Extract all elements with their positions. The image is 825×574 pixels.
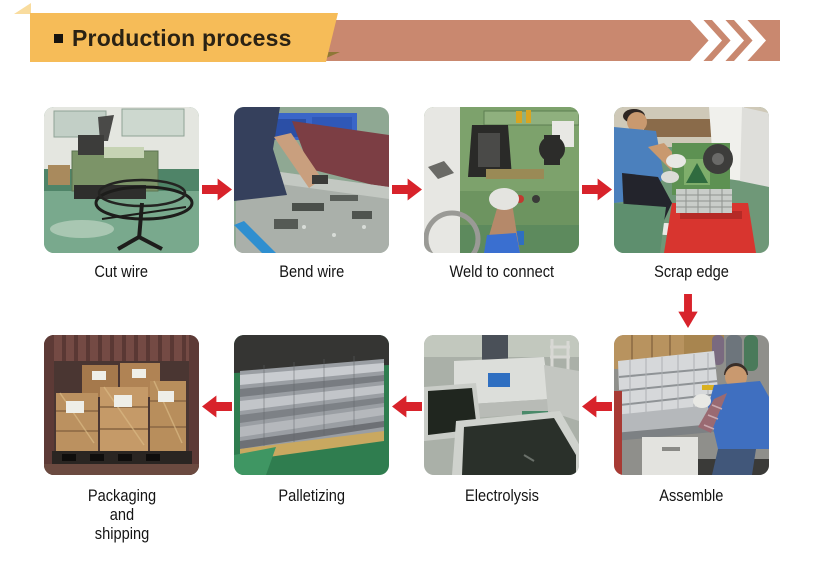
arrow-right-icon: [202, 178, 232, 201]
square-bullet-icon: [54, 34, 63, 43]
stacked-mesh-pallet-photo: [234, 335, 389, 475]
arrow-down-icon: [678, 294, 698, 328]
wire-bending-workbench-photo: [234, 107, 389, 253]
header-banner: [30, 13, 338, 62]
step-label: Packaging and shipping: [87, 486, 156, 543]
edge-grinding-photo: [614, 107, 769, 253]
step-label: Weld to connect: [449, 262, 554, 281]
step-label: Bend wire: [278, 262, 345, 281]
arrow-left-icon: [392, 395, 422, 418]
step-label: Cut wire: [94, 262, 149, 281]
container-loading-photo: [44, 335, 199, 475]
banner-fold-accent: [14, 3, 31, 14]
arrow-right-icon: [392, 178, 422, 201]
step-label: Scrap edge: [654, 262, 729, 281]
assembly-workbench-photo: [614, 335, 769, 475]
step-label: Assemble: [659, 486, 724, 505]
step-label: Electrolysis: [464, 486, 539, 505]
wire-cutting-machine-photo: [44, 107, 199, 253]
welding-machine-photo: [424, 107, 579, 253]
arrow-right-icon: [582, 178, 612, 201]
arrow-left-icon: [202, 395, 232, 418]
electrolysis-tanks-photo: [424, 335, 579, 475]
banner-fold-shadow: [317, 52, 340, 62]
page-title: Production process: [72, 25, 292, 51]
step-label: Palletizing: [278, 486, 345, 505]
arrow-left-icon: [582, 395, 612, 418]
